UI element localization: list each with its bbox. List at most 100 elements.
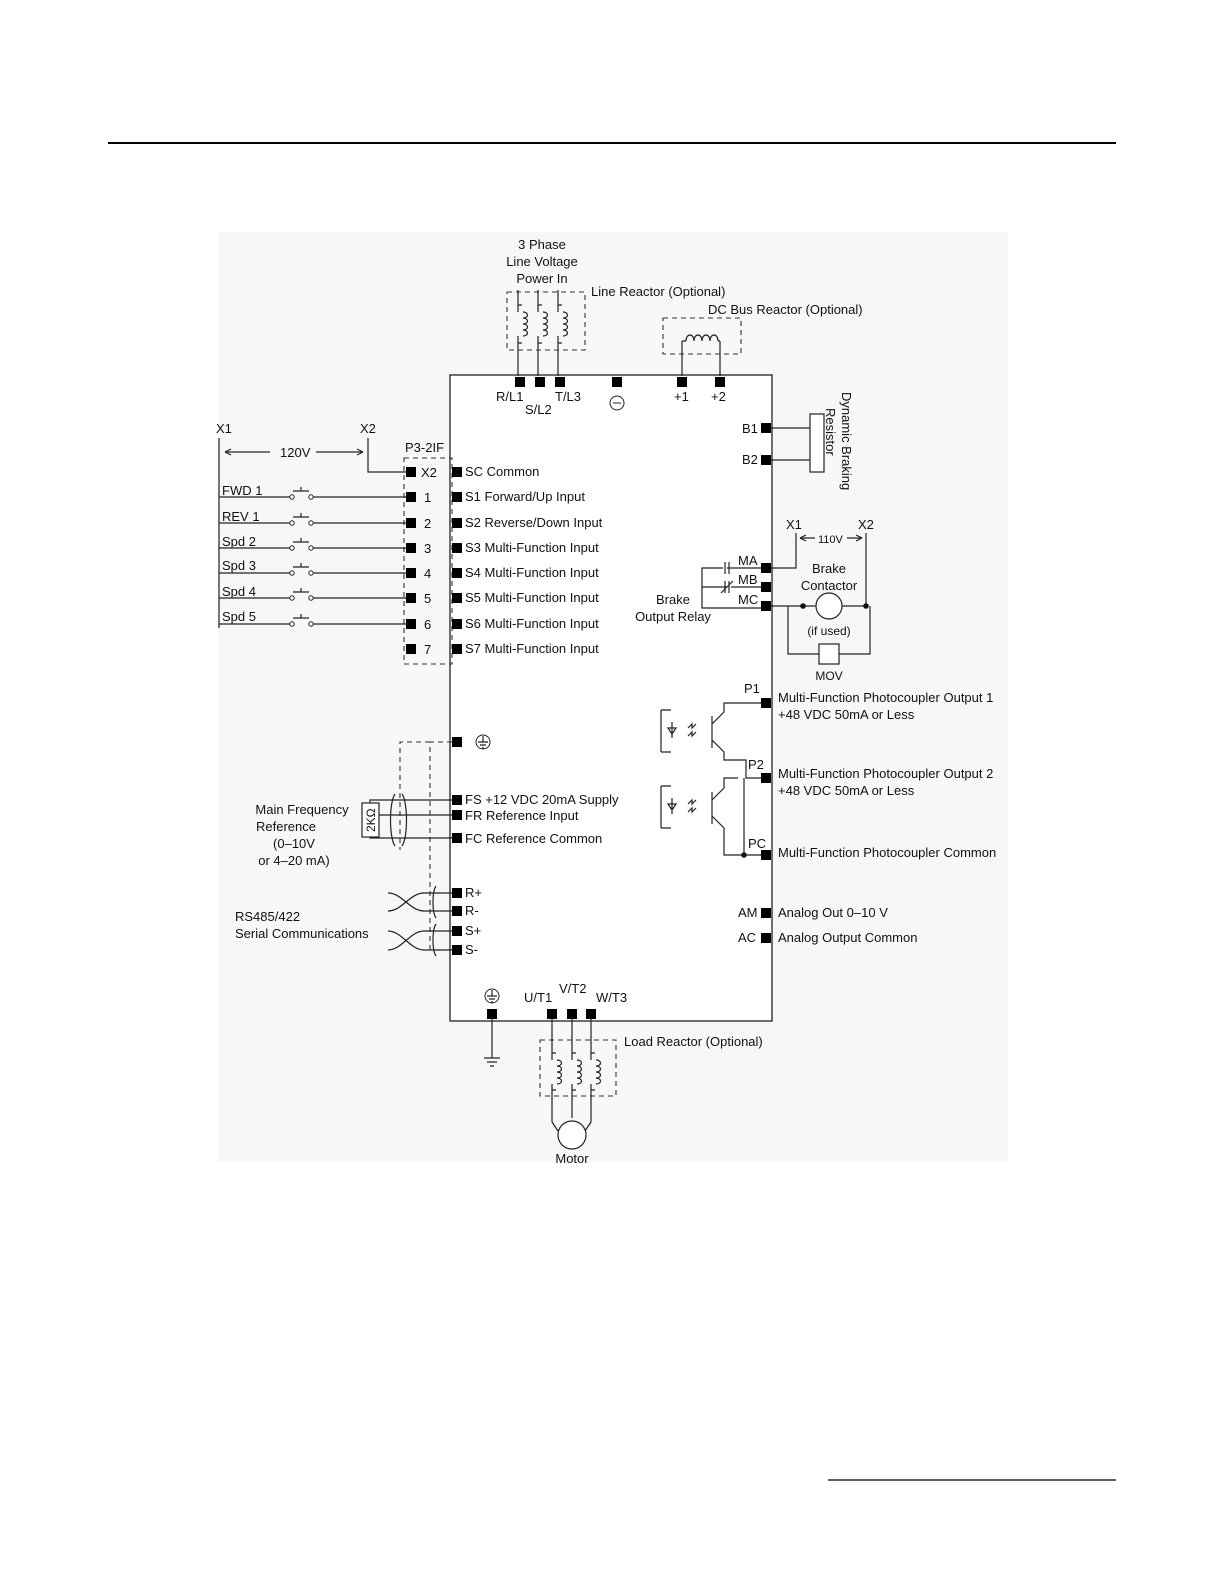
photo-common-label: Multi-Function Photocoupler Common <box>778 845 996 860</box>
load-reactor-box <box>539 1039 617 1097</box>
terminal-p2: P2 <box>748 757 764 772</box>
rs485-section: R+ R- S+ S- RS485/422 Serial Communicati… <box>235 885 482 957</box>
analog-output-section: AM AC Analog Out 0–10 V Analog Output Co… <box>738 905 917 945</box>
terminal-sl2: S/L2 <box>525 402 552 417</box>
terminal-tl3: T/L3 <box>555 389 581 404</box>
input-s3: S3 Multi-Function Input <box>465 540 599 555</box>
dc-minus-icon <box>609 395 625 411</box>
input-s2: S2 Reverse/Down Input <box>465 515 603 530</box>
terminal-s-minus: S- <box>465 942 478 957</box>
analog-common-desc: Analog Output Common <box>778 930 917 945</box>
input-s4: S4 Multi-Function Input <box>465 565 599 580</box>
brake-coil <box>815 592 843 620</box>
chassis-ground-icon <box>484 988 500 1004</box>
terminal-r-plus: R+ <box>465 885 482 900</box>
brake-section: X1 X2 110V MA MB MC Brake Contactor (if … <box>635 517 874 683</box>
dc-bus-reactor-section: DC Bus Reactor (Optional) <box>662 302 863 376</box>
label-120v: 120V <box>280 445 311 460</box>
terminal-vt2: V/T2 <box>559 981 586 996</box>
mov-box <box>818 643 840 665</box>
terminal-fs: FS +12 VDC 20mA Supply <box>465 792 619 807</box>
switch-spd4: Spd 4 <box>222 584 256 599</box>
brake-relay-label-1: Brake <box>656 592 690 607</box>
card-terminal-6: 6 <box>424 617 431 632</box>
main-freq-line-4: or 4–20 mA) <box>258 853 330 868</box>
power-input-section: 3 Phase Line Voltage Power In Line React… <box>506 237 725 376</box>
card-box <box>403 457 453 665</box>
dynamic-braking-section: B1 B2 Dynamic Braking Resistor <box>742 392 854 490</box>
output-section: U/T1 V/T2 W/T3 Load Reactor (Optional) M… <box>484 981 763 1166</box>
input-s5: S5 Multi-Function Input <box>465 590 599 605</box>
mov-label: MOV <box>815 669 842 683</box>
input-s1: S1 Forward/Up Input <box>465 489 585 504</box>
switch-rev1: REV 1 <box>222 509 260 524</box>
motor-label: Motor <box>555 1151 589 1166</box>
terminal-plus1: +1 <box>674 389 689 404</box>
switch-spd3: Spd 3 <box>222 558 256 573</box>
card-terminal-1: 1 <box>424 490 431 505</box>
input-s6: S6 Multi-Function Input <box>465 616 599 631</box>
card-label: P3-2IF <box>405 440 444 455</box>
terminal-wt3: W/T3 <box>596 990 627 1005</box>
if-used-label: (if used) <box>807 624 850 638</box>
card-terminal-4: 4 <box>424 566 431 581</box>
photocoupler-section: P1 P2 PC Multi-Function Photocoupler Out… <box>660 681 996 860</box>
card-terminal-3: 3 <box>424 541 431 556</box>
main-freq-line-3: (0–10V <box>273 836 315 851</box>
terminal-b2: B2 <box>742 452 758 467</box>
terminal-p1: P1 <box>744 681 760 696</box>
terminal-mb: MB <box>738 572 758 587</box>
terminal-b1: B1 <box>742 421 758 436</box>
terminal-plus2: +2 <box>711 389 726 404</box>
terminal-rl1: R/L1 <box>496 389 523 404</box>
terminal-fc: FC Reference Common <box>465 831 602 846</box>
terminal-ma: MA <box>738 553 758 568</box>
terminal-pc: PC <box>748 836 766 851</box>
digital-input-section: X1 X2 120V P3-2IF FWD 1 REV 1 Spd 2 Spd … <box>216 421 603 665</box>
input-s7: S7 Multi-Function Input <box>465 641 599 656</box>
brake-label-x1: X1 <box>786 517 802 532</box>
terminal-s-plus: S+ <box>465 923 481 938</box>
rs485-line-2: Serial Communications <box>235 926 369 941</box>
frequency-reference-section: FS +12 VDC 20mA Supply FR Reference Inpu… <box>255 734 619 953</box>
switch-spd2: Spd 2 <box>222 534 256 549</box>
label-110v: 110V <box>818 534 844 546</box>
photo-out2-line-1: Multi-Function Photocoupler Output 2 <box>778 766 993 781</box>
main-freq-line-1: Main Frequency <box>255 802 349 817</box>
brake-contactor-label-2: Contactor <box>801 578 858 593</box>
brake-label-x2: X2 <box>858 517 874 532</box>
power-in-line-3: Power In <box>516 271 567 286</box>
terminal-am: AM <box>738 905 758 920</box>
terminal-ac: AC <box>738 930 756 945</box>
line-reactor-label: Line Reactor (Optional) <box>591 284 725 299</box>
power-in-line-2: Line Voltage <box>506 254 578 269</box>
terminal-fr: FR Reference Input <box>465 808 579 823</box>
switch-spd5: Spd 5 <box>222 609 256 624</box>
rs485-line-1: RS485/422 <box>235 909 300 924</box>
line-reactor-box <box>506 291 586 351</box>
card-terminal-7: 7 <box>424 642 431 657</box>
terminal-ut1: U/T1 <box>524 990 552 1005</box>
photo-out1-line-2: +48 VDC 50mA or Less <box>778 707 915 722</box>
analog-out-desc: Analog Out 0–10 V <box>778 905 888 920</box>
brake-relay-label-2: Output Relay <box>635 609 711 624</box>
potentiometer-label: 2KΩ <box>364 808 378 832</box>
card-terminal-5: 5 <box>424 591 431 606</box>
terminal-r-minus: R- <box>465 903 479 918</box>
motor-symbol <box>557 1120 587 1150</box>
drive-box <box>449 374 773 1022</box>
main-freq-line-2: Reference <box>256 819 316 834</box>
braking-label-2: Resistor <box>823 408 838 456</box>
terminal-mc: MC <box>738 592 758 607</box>
dc-bus-reactor-box <box>662 317 742 355</box>
load-reactor-label: Load Reactor (Optional) <box>624 1034 763 1049</box>
photo-out2-line-2: +48 VDC 50mA or Less <box>778 783 915 798</box>
photo-out1-line-1: Multi-Function Photocoupler Output 1 <box>778 690 993 705</box>
label-x2: X2 <box>360 421 376 436</box>
label-x1: X1 <box>216 421 232 436</box>
input-sc: SC Common <box>465 464 539 479</box>
braking-resistor <box>809 413 825 473</box>
card-terminal-x2: X2 <box>421 465 437 480</box>
